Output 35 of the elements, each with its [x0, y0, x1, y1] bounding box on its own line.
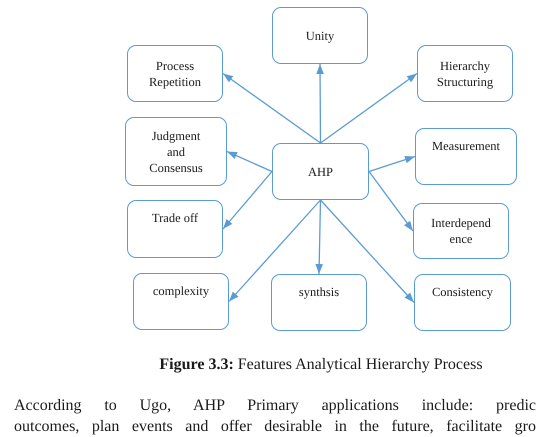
box-text: Process Repetition	[148, 58, 202, 90]
arrow	[228, 200, 321, 302]
rounded-box	[271, 274, 367, 331]
box-text: complexity	[152, 283, 210, 299]
box-text: Hierarchy Structuring	[436, 58, 494, 90]
rounded-box	[413, 203, 509, 259]
arrow	[320, 200, 414, 303]
rounded-box	[125, 117, 227, 186]
rounded-box	[417, 45, 513, 102]
rounded-box	[127, 45, 223, 102]
box-text: Measurement	[432, 138, 500, 154]
rounded-box	[272, 7, 368, 64]
box-text: synthsis	[298, 284, 340, 300]
arrow	[222, 72, 321, 144]
arrow	[315, 200, 323, 274]
arrow	[320, 72, 418, 144]
body-text: outcomes, plan events and offer desirable in the future, facilitate gro	[14, 417, 536, 436]
arrow	[222, 171, 272, 230]
arrow	[316, 64, 324, 143]
arrow	[368, 156, 416, 172]
rounded-box	[414, 274, 511, 331]
box-text: Judgment and Consensus	[148, 128, 204, 176]
figure-caption: Figure 3.3: Features Analytical Hierarchy Process	[158, 356, 484, 374]
arrow	[226, 150, 272, 172]
rounded-box	[415, 128, 517, 185]
body-text: According to Ugo, AHP Primary applications include: predic	[14, 396, 536, 415]
rounded-box	[133, 273, 229, 330]
rounded-box	[272, 143, 369, 200]
box-text: Trade off	[152, 210, 198, 226]
box-text: Interdepend ence	[430, 215, 492, 247]
rounded-box	[127, 200, 223, 258]
box-text: AHP	[308, 164, 333, 180]
box-text: Consistency	[432, 284, 494, 300]
arrow	[368, 171, 414, 232]
box-text: Unity	[306, 28, 334, 44]
